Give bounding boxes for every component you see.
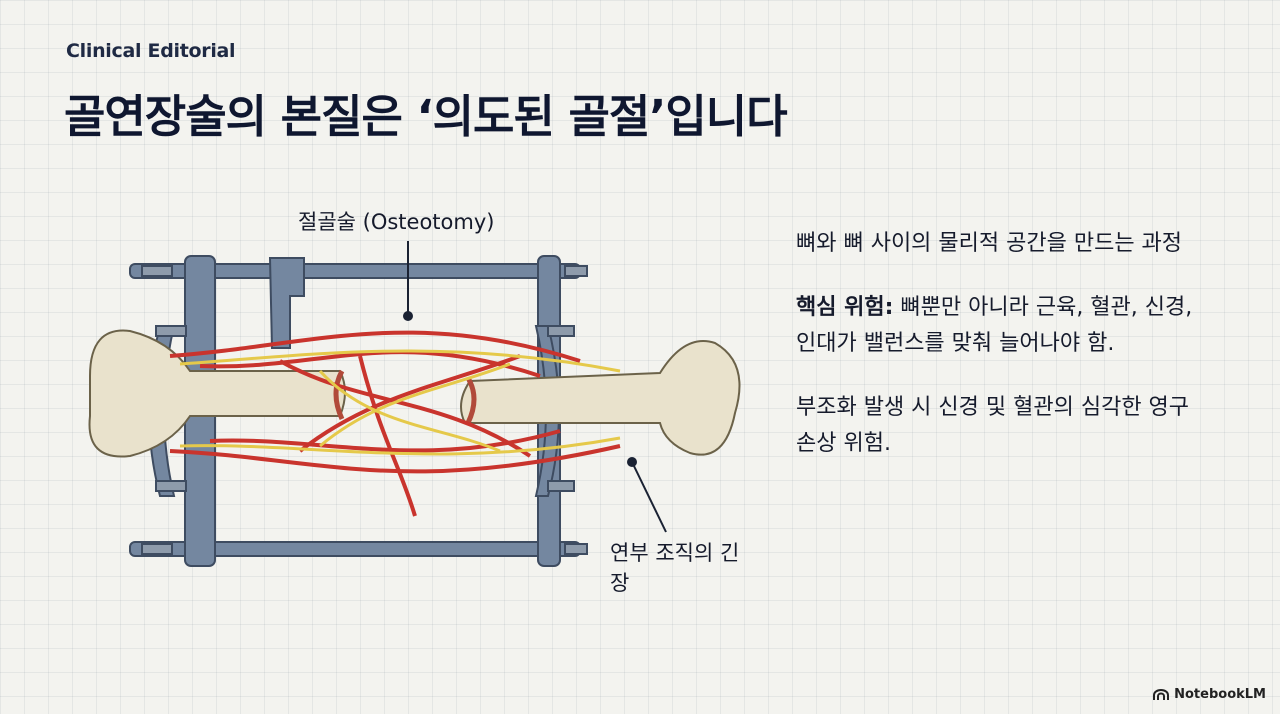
consequence-text: 부조화 발생 시 신경 및 혈관의 심각한 영구 손상 위험. bbox=[796, 395, 1190, 456]
core-risk-body: 뼈뿐만 아니라 근육, 혈관, 신경, 인대가 밸런스를 맞춰 늘어나야 함. bbox=[796, 295, 1193, 356]
core-risk-text: 핵심 위험: 뼈뿐만 아니라 근육, 혈관, 신경, 인대가 밸런스를 맞춰 늘… bbox=[796, 290, 1216, 362]
blood-vessels bbox=[169, 330, 621, 517]
limb-lengthening-illustration bbox=[60, 196, 780, 616]
core-risk-label: 핵심 위험: bbox=[796, 295, 894, 320]
soft-tissue-tension-label: 연부 조직의 긴장 bbox=[610, 541, 740, 595]
definition-text: 뼈와 뼈 사이의 물리적 공간을 만드는 과정 bbox=[796, 231, 1183, 256]
kicker-label: Clinical Editorial bbox=[66, 40, 236, 62]
page-title: 골연장술의 본질은 ‘의도된 골절’입니다 bbox=[64, 90, 788, 143]
notebooklm-branding: NotebookLM bbox=[1153, 687, 1266, 702]
nerves bbox=[179, 349, 621, 456]
explanation-panel: 뼈와 뼈 사이의 물리적 공간을 만드는 과정 핵심 위험: 뼈뿐만 아니라 근… bbox=[796, 226, 1216, 490]
notebooklm-logo-icon bbox=[1153, 688, 1170, 700]
osteotomy-label: 절골술 (Osteotomy) bbox=[298, 210, 495, 234]
bone-segments bbox=[88, 329, 741, 458]
brand-name: NotebookLM bbox=[1174, 687, 1266, 702]
